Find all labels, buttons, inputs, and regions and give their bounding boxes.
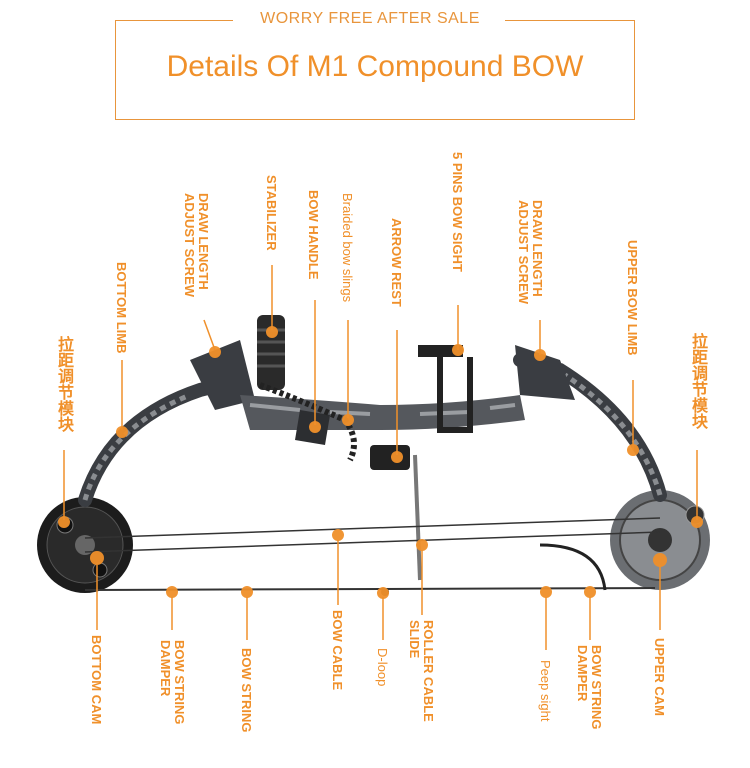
label-5-pins-sight: 5 PINS BOW SIGHT [450, 152, 465, 272]
header-rule-right [505, 20, 635, 21]
label-bow-string: BOW STRING [239, 648, 254, 733]
label-stabilizer: STABILIZER [264, 175, 279, 251]
label-upper-bow-limb: UPPER BOW LIMB [625, 240, 640, 356]
label-bow-handle: BOW HANDLE [306, 190, 321, 280]
label-upper-cam: UPPER CAM [652, 638, 667, 717]
label-d-loop: D-loop [375, 648, 390, 687]
label-peep-sight: Peep sight [538, 660, 553, 722]
label-draw-module-right: 拉距调节模块 [689, 333, 706, 429]
bottom-cam-graphic [37, 497, 133, 593]
label-bow-string-damper-right: BOW STRING DAMPER [575, 645, 604, 730]
page-title: Details Of M1 Compound BOW [166, 50, 584, 83]
label-roller-cable-slide: ROLLER CABLE SLIDE [407, 620, 436, 722]
label-braided-slings: Braided bow slings [340, 193, 355, 303]
header-subtitle: WORRY FREE AFTER SALE [260, 10, 480, 27]
label-bottom-cam: BOTTOM CAM [89, 635, 104, 725]
header-rule-left [115, 20, 233, 21]
label-bow-string-damper-left: BOW STRING DAMPER [158, 640, 187, 725]
label-bottom-limb: BOTTOM LIMB [114, 262, 129, 354]
header-frame [115, 20, 635, 120]
label-draw-length-left: DRAW LENGTH ADJUST SCREW [182, 193, 211, 298]
label-arrow-rest: ARROW REST [389, 218, 404, 307]
label-draw-module-left: 拉距调节模块 [55, 336, 72, 432]
label-draw-length-right: DRAW LENGTH ADJUST SCREW [516, 200, 545, 305]
label-bow-cable: BOW CABLE [330, 610, 345, 691]
